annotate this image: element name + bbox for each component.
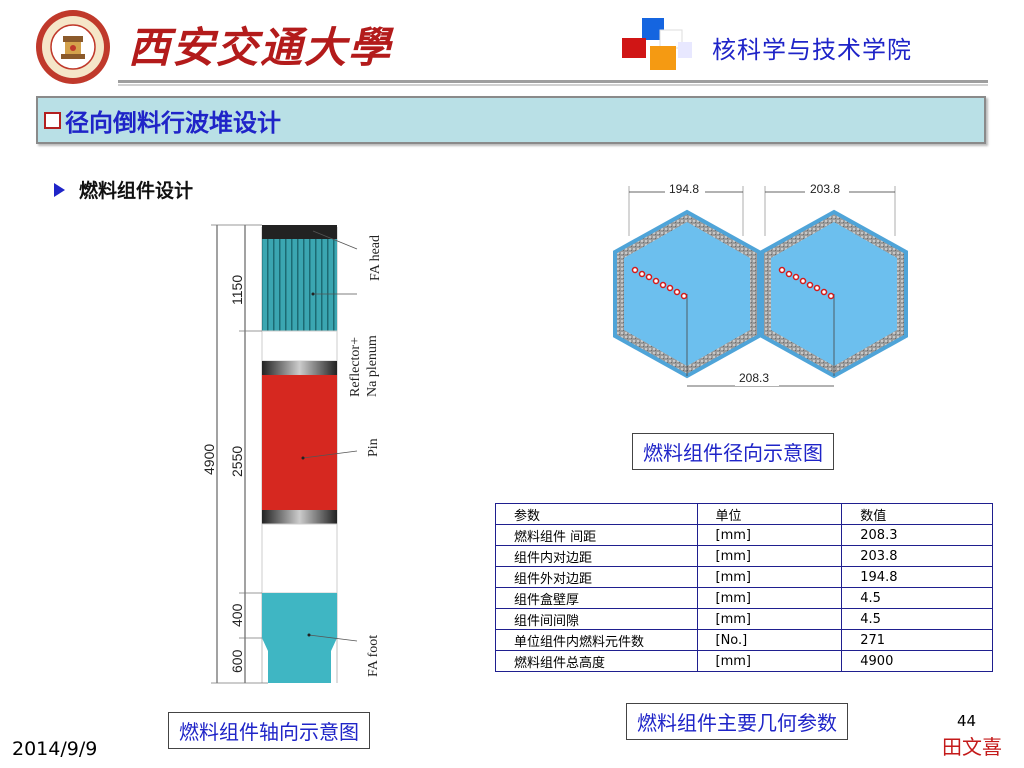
header-cell: 数值 [841,503,993,525]
table-cell: [mm] [696,608,843,630]
dim-total-label: 4900 [201,444,217,475]
axial-caption: 燃料组件轴向示意图 [168,712,370,749]
page-number: 44 [957,712,977,730]
table-cell: 203.8 [841,545,993,567]
table-cell: [mm] [696,587,843,609]
table-row: 燃料组件总高度 [mm] 4900 [495,650,993,672]
slide-title-bar: 径向倒料行波堆设计 [36,96,986,144]
table-cell: [No.] [696,629,843,651]
dim-pitch-label: 208.3 [739,371,769,385]
fa-head-label: FA head [368,235,383,281]
reflector-label: Reflector+ [348,337,363,397]
table-cell: 194.8 [841,566,993,588]
table-cell: 组件间间隙 [495,608,698,630]
college-name: 核科学与技术学院 [712,36,912,64]
bullet-text: 燃料组件设计 [79,180,194,202]
table-header-row: 参数 单位 数值 [495,503,993,525]
table-cell: 单位组件内燃料元件数 [495,629,698,651]
radial-diagram: 194.8 203.8 208.3 [613,182,908,387]
table-cell: 271 [841,629,993,651]
axial-diagram: 4900 1150 2550 400 600 FA head Reflector… [201,224,383,684]
table-row: 组件盒壁厚 [mm] 4.5 [495,587,993,609]
table-caption: 燃料组件主要几何参数 [626,703,848,740]
header-divider-light [118,84,988,86]
table-cell: 组件盒壁厚 [495,587,698,609]
header-cell: 参数 [495,503,698,525]
arrow-bullet-icon [54,182,65,197]
table-cell: [mm] [696,650,843,672]
header-cell: 单位 [696,503,843,525]
dim-top-label: 1150 [229,275,245,305]
table-cell: 燃料组件总高度 [495,650,698,672]
pin-label: Pin [366,438,381,457]
slide-title: 径向倒料行波堆设计 [65,108,281,137]
table-row: 组件间间隙 [mm] 4.5 [495,608,993,630]
slide-date: 2014/9/9 [12,738,98,760]
table-cell: 4.5 [841,587,993,609]
table-cell: 组件内对边距 [495,545,698,567]
table-cell: [mm] [696,545,843,567]
dim-mid-label: 2550 [229,446,245,477]
table-cell: [mm] [696,524,843,546]
radial-caption: 燃料组件径向示意图 [632,433,834,470]
dim-outer-label: 194.8 [669,182,699,196]
table-cell: 4.5 [841,608,993,630]
table-row: 单位组件内燃料元件数 [No.] 271 [495,629,993,651]
checkbox-bullet-icon [44,111,61,129]
table-cell: 208.3 [841,524,993,546]
table-cell: 组件外对边距 [495,566,698,588]
header-divider [118,80,988,83]
table-row: 组件外对边距 [mm] 194.8 [495,566,993,588]
bullet-item: 燃料组件设计 [54,176,193,203]
table-cell: [mm] [696,566,843,588]
table-row: 组件内对边距 [mm] 203.8 [495,545,993,567]
parameter-table: 参数 单位 数值 燃料组件 间距 [mm] 208.3 组件内对边距 [mm] … [495,503,993,672]
university-seal-icon [36,10,110,84]
university-name: 西安交通大學 [128,23,393,72]
table-cell: 燃料组件 间距 [495,524,698,546]
decorative-squares-icon [622,18,692,70]
dim-inner-label: 203.8 [810,182,840,196]
table-row: 燃料组件 间距 [mm] 208.3 [495,524,993,546]
fa-foot-label: FA foot [366,635,381,677]
dim-bottom-label: 600 [229,649,245,673]
table-cell: 4900 [841,650,993,672]
author-name: 田文喜 [942,735,1002,759]
dim-low-label: 400 [229,603,245,627]
na-plenum-label: Na plenum [365,335,380,397]
